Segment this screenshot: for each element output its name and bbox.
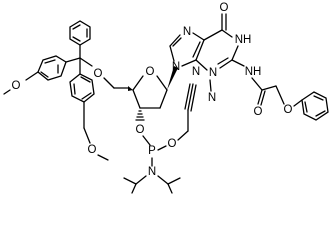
phenyl-ring [301, 91, 329, 121]
o-methoxy-bottom-label: O [88, 144, 97, 156]
o-amide-label: O [254, 106, 263, 118]
wedge-bond [128, 86, 133, 91]
deoxyribose-ring: O O [113, 66, 178, 136]
guanine-base: N N O NH N N [169, 2, 252, 104]
n-ring-bottom-label: N [208, 92, 216, 104]
wedge-bond [167, 66, 178, 90]
phenoxyacetyl-group: NH O O [245, 66, 329, 121]
o-sugar-label: O [146, 66, 155, 78]
o-5prime-label: O [94, 68, 103, 80]
n3-label: N [209, 67, 217, 79]
phenyl-ring [69, 20, 91, 46]
dmt-group: O O O [3, 20, 115, 161]
o-cyanoethyl-label: O [168, 138, 177, 150]
p-label: P [148, 145, 156, 157]
methoxyphenyl-ring-top [37, 55, 67, 81]
n-amine-label: N [148, 166, 156, 178]
hashed-bond [135, 110, 145, 121]
chemical-structure: O O O O O [3, 2, 329, 194]
o-3prime-label: O [136, 124, 145, 136]
n9-label: N [172, 61, 180, 73]
o-carbonyl-label: O [220, 2, 229, 14]
nh-amide-label: NH [245, 66, 262, 78]
o-ether-label: O [284, 104, 293, 116]
n7-label: N [183, 26, 191, 38]
phosphoramidite-group: P O N N [123, 66, 200, 194]
n-nitrile-label: N [192, 66, 200, 78]
o-methoxy-top-label: O [12, 80, 21, 92]
nh-ring-label: NH [235, 34, 252, 46]
